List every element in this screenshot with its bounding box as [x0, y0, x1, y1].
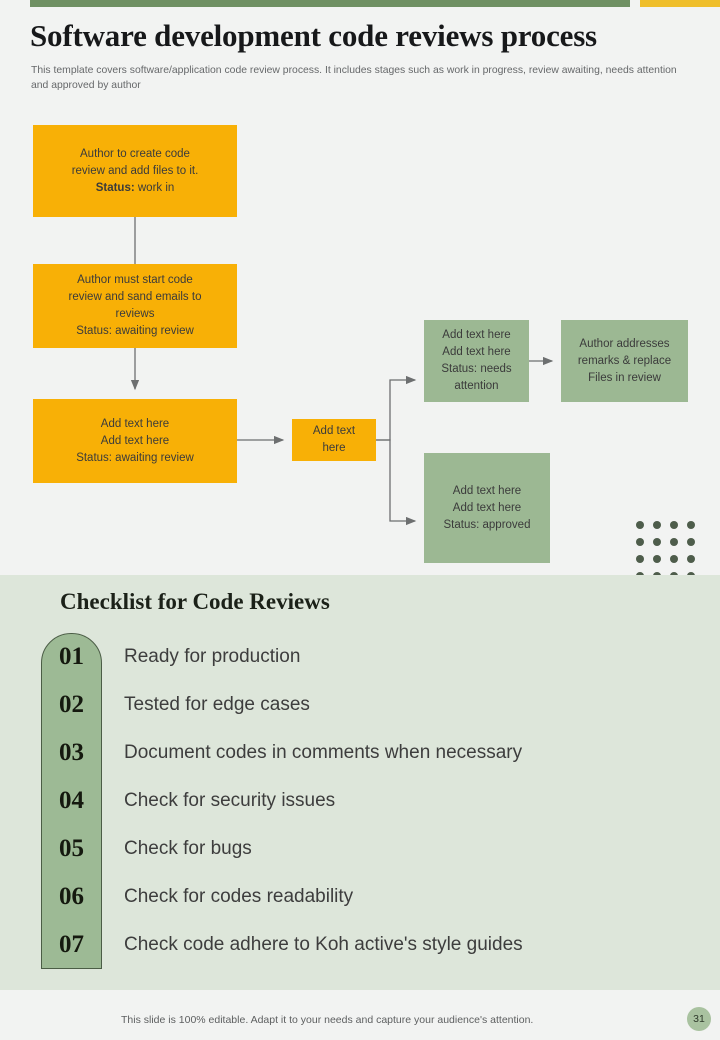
- dot: [687, 521, 695, 529]
- flow-node-line: Add text: [312, 425, 356, 437]
- flow-node-line: Add text here: [442, 329, 511, 341]
- checklist-item-text: Document codes in comments when necessar…: [124, 742, 523, 763]
- flow-node-author-create[interactable]: Author to create code review and add fil…: [33, 125, 237, 217]
- flow-node-line: review and add files to it.: [71, 164, 199, 177]
- flow-node-status: Status: approved: [443, 518, 531, 531]
- flow-node-line: Files in review: [588, 371, 661, 384]
- dot: [687, 555, 695, 563]
- flow-node-status-label: Status:: [95, 181, 135, 194]
- top-accent-bar-green: [30, 0, 630, 7]
- flow-node-approved[interactable]: Add text here Add text here Status: appr…: [424, 453, 550, 563]
- flow-node-line: here: [322, 442, 346, 454]
- dot: [670, 521, 678, 529]
- flow-node-line: Author addresses: [579, 337, 670, 350]
- flow-node-line: review and sand emails to: [68, 291, 202, 303]
- checklist-item[interactable]: 05 Check for bugs: [41, 825, 681, 873]
- flowchart-connectors: [130, 217, 554, 526]
- checklist-item[interactable]: 01 Ready for production: [41, 633, 681, 681]
- checklist-panel: Checklist for Code Reviews 01 Ready for p…: [0, 575, 720, 990]
- flow-node-line: reviews: [115, 308, 155, 320]
- checklist-item-number: 05: [59, 835, 84, 862]
- flow-node-author-addresses[interactable]: Author addresses remarks & replace Files…: [561, 320, 688, 402]
- flow-node-line: Add text here: [100, 417, 170, 430]
- flow-node-status-value: work in: [134, 181, 175, 194]
- checklist-item-text: Check for security issues: [124, 790, 336, 811]
- dot: [636, 538, 644, 546]
- flow-node-status: Status: awaiting review: [76, 451, 194, 464]
- flow-node-line: Add text here: [452, 484, 522, 497]
- checklist-item-text: Tested for edge cases: [124, 694, 310, 715]
- page-subtitle: This template covers software/applicatio…: [31, 65, 677, 91]
- checklist-item-text: Check for codes readability: [124, 886, 354, 907]
- checklist-number-column: [41, 633, 102, 969]
- flow-node-add-text[interactable]: Add text here: [292, 419, 376, 461]
- flow-node-status: Status: needs: [441, 363, 512, 375]
- checklist-item-text: Ready for production: [124, 646, 301, 667]
- flowchart: Author to create code review and add fil…: [33, 125, 688, 563]
- flow-node-status: Status: awaiting review: [76, 325, 194, 337]
- footer-strip: [0, 990, 720, 1040]
- dot: [687, 538, 695, 546]
- dot: [653, 521, 661, 529]
- checklist-item-text: Check code adhere to Koh active's style …: [124, 934, 523, 955]
- checklist-item-number: 06: [59, 883, 84, 910]
- checklist-item-number: 01: [59, 643, 84, 670]
- checklist-item-number: 03: [59, 739, 84, 766]
- dot: [670, 555, 678, 563]
- flow-node-add-awaiting[interactable]: Add text here Add text here Status: awai…: [33, 399, 237, 483]
- dot: [653, 538, 661, 546]
- flow-node-line: Author must start code: [77, 274, 193, 286]
- flow-node-status: attention: [454, 380, 499, 392]
- flow-node-status: Status: work in: [72, 180, 199, 197]
- checklist-item-number: 04: [59, 787, 84, 814]
- checklist-item[interactable]: 02 Tested for edge cases: [41, 681, 681, 729]
- checklist-item[interactable]: 03 Document codes in comments when necess…: [41, 729, 681, 777]
- flow-node-line: Add text here: [100, 434, 170, 447]
- dot: [636, 555, 644, 563]
- checklist-item-text: Check for bugs: [124, 838, 252, 859]
- dot: [653, 555, 661, 563]
- flow-node-line: Author to create code: [80, 147, 190, 160]
- flow-node-line: Add text here: [442, 346, 511, 358]
- flow-node-line: remarks & replace: [577, 354, 672, 367]
- dot: [636, 521, 644, 529]
- flow-node-needs-attention[interactable]: Add text here Add text here Status: need…: [424, 320, 529, 402]
- top-accent-bar-yellow: [640, 0, 720, 7]
- dot: [670, 538, 678, 546]
- checklist-item[interactable]: 07 Check code adhere to Koh active's styl…: [41, 921, 681, 969]
- checklist-item-number: 07: [59, 931, 84, 958]
- page-title: Software development code reviews proces…: [30, 18, 597, 53]
- footer-note: This slide is 100% editable. Adapt it to…: [121, 1014, 534, 1026]
- flow-node-line: Add text here: [452, 501, 522, 514]
- flow-node-author-start[interactable]: Author must start code review and sand e…: [33, 264, 237, 348]
- checklist-item[interactable]: 04 Check for security issues: [41, 777, 681, 825]
- checklist-item-number: 02: [59, 691, 84, 718]
- checklist-item[interactable]: 06 Check for codes readability: [41, 873, 681, 921]
- page-number-badge: 31: [687, 1007, 711, 1031]
- checklist-title: Checklist for Code Reviews: [60, 589, 330, 614]
